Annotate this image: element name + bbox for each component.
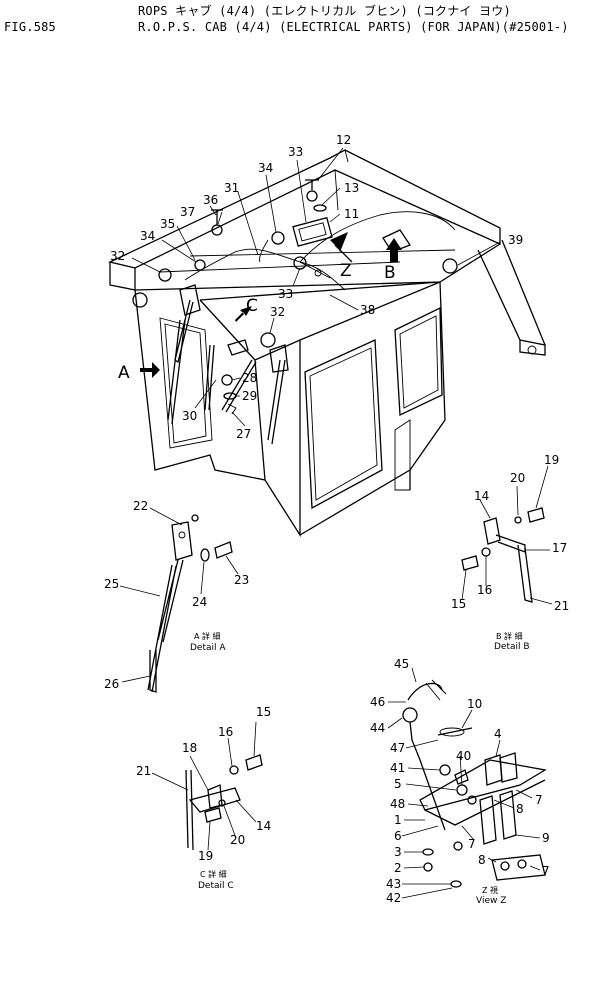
detail-a: 22 25 24 23 26 A 詳 細 Detail A xyxy=(104,499,249,693)
cab-frame xyxy=(108,149,547,538)
svg-text:7: 7 xyxy=(535,793,543,807)
callout-37: 37 xyxy=(180,205,195,219)
svg-text:19: 19 xyxy=(198,849,213,863)
callout-28: 28 xyxy=(242,371,257,385)
callout-32: 32 xyxy=(110,249,125,263)
svg-text:7: 7 xyxy=(468,837,476,851)
view-z-caption-jp: Z 視 xyxy=(482,886,498,895)
callout-33b: 33 xyxy=(278,287,293,301)
svg-text:46: 46 xyxy=(370,695,385,709)
svg-text:8: 8 xyxy=(478,853,486,867)
callout-31: 31 xyxy=(224,181,239,195)
svg-text:15: 15 xyxy=(256,705,271,719)
callout-34: 34 xyxy=(258,161,273,175)
svg-text:43: 43 xyxy=(386,877,401,891)
svg-text:4: 4 xyxy=(494,727,502,741)
view-z: 45 46 10 44 47 4 41 40 5 7 48 8 1 6 7 9 … xyxy=(370,657,550,906)
svg-text:44: 44 xyxy=(370,721,385,735)
view-z-caption-en: View Z xyxy=(476,896,506,906)
callout-27: 27 xyxy=(236,427,251,441)
callout-32b: 32 xyxy=(270,305,285,319)
svg-text:7: 7 xyxy=(542,864,550,878)
figure-number: FIG.585 xyxy=(4,20,56,34)
svg-text:14: 14 xyxy=(474,489,489,503)
svg-text:10: 10 xyxy=(467,697,482,711)
detail-b: 14 20 19 17 15 16 21 B 詳 細 Detail B xyxy=(451,453,569,652)
marker-C: C xyxy=(246,296,258,316)
svg-text:45: 45 xyxy=(394,657,409,671)
svg-text:6: 6 xyxy=(394,829,402,843)
main-leaders xyxy=(131,147,501,427)
svg-text:40: 40 xyxy=(456,749,471,763)
callout-39: 39 xyxy=(508,233,523,247)
detail-b-caption-en: Detail B xyxy=(494,642,530,652)
callout-38: 38 xyxy=(360,303,375,317)
marker-Z: Z xyxy=(340,261,352,281)
svg-text:9: 9 xyxy=(542,831,550,845)
svg-text:41: 41 xyxy=(390,761,405,775)
callout-35: 35 xyxy=(160,217,175,231)
marker-A: A xyxy=(118,363,130,383)
svg-text:15: 15 xyxy=(451,597,466,611)
main-view-parts xyxy=(132,179,458,445)
svg-text:22: 22 xyxy=(133,499,148,513)
svg-text:21: 21 xyxy=(554,599,569,613)
detail-b-caption-jp: B 詳 細 xyxy=(496,631,523,641)
detail-a-caption-en: Detail A xyxy=(190,643,226,653)
svg-text:42: 42 xyxy=(386,891,401,905)
view-arrows xyxy=(140,232,402,378)
callout-13: 13 xyxy=(344,181,359,195)
svg-text:5: 5 xyxy=(394,777,402,791)
svg-text:47: 47 xyxy=(390,741,405,755)
svg-text:16: 16 xyxy=(477,583,492,597)
callout-34b: 34 xyxy=(140,229,155,243)
svg-text:1: 1 xyxy=(394,813,402,827)
svg-text:14: 14 xyxy=(256,819,271,833)
title-japanese: ROPS キャブ (4/4) (エレクトリカル ブヒン) (コクナイ ヨウ) xyxy=(138,4,511,18)
svg-text:21: 21 xyxy=(136,764,151,778)
svg-text:26: 26 xyxy=(104,677,119,691)
callout-33: 33 xyxy=(288,145,303,159)
svg-text:18: 18 xyxy=(182,741,197,755)
svg-text:25: 25 xyxy=(104,577,119,591)
svg-text:24: 24 xyxy=(192,595,207,609)
main-callout-numbers: 12 13 11 33 34 37 36 31 35 34 32 39 33 3… xyxy=(110,133,523,441)
svg-text:19: 19 xyxy=(544,453,559,467)
svg-text:2: 2 xyxy=(394,861,402,875)
svg-text:3: 3 xyxy=(394,845,402,859)
detail-a-caption-jp: A 詳 細 xyxy=(194,631,221,641)
svg-text:48: 48 xyxy=(390,797,405,811)
svg-text:20: 20 xyxy=(510,471,525,485)
svg-text:17: 17 xyxy=(552,541,567,555)
title-english: R.O.P.S. CAB (4/4) (ELECTRICAL PARTS) (F… xyxy=(138,20,569,34)
callout-36: 36 xyxy=(203,193,218,207)
callout-11: 11 xyxy=(344,207,359,221)
svg-text:20: 20 xyxy=(230,833,245,847)
svg-text:16: 16 xyxy=(218,725,233,739)
callout-30: 30 xyxy=(182,409,197,423)
callout-29: 29 xyxy=(242,389,257,403)
callout-12: 12 xyxy=(336,133,351,147)
svg-text:8: 8 xyxy=(516,802,524,816)
detail-c-caption-en: Detail C xyxy=(198,881,234,891)
marker-B: B xyxy=(384,263,396,283)
detail-c: 15 16 18 21 14 19 20 C 詳 細 Detail C xyxy=(136,705,271,891)
detail-c-caption-jp: C 詳 細 xyxy=(200,869,227,879)
wiring-harness xyxy=(184,211,456,291)
svg-text:23: 23 xyxy=(234,573,249,587)
